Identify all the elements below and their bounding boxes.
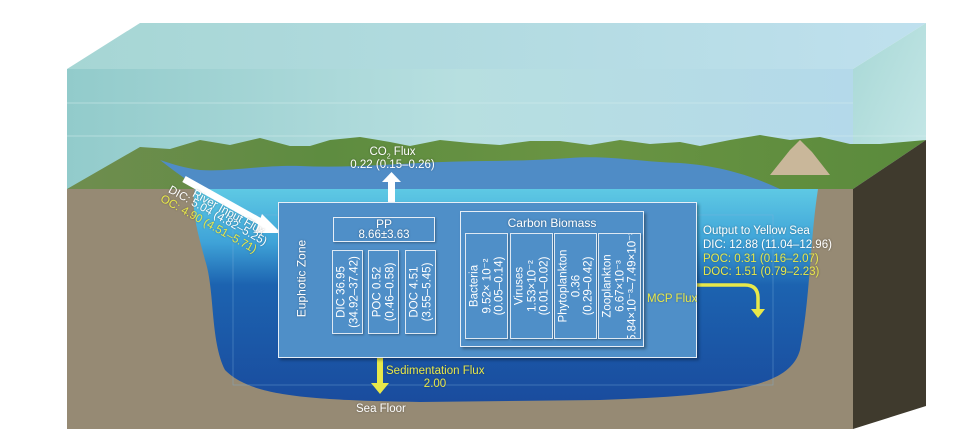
pp-box: PP 8.66±3.63 <box>333 217 435 242</box>
mcp-flux-label: MCP Flux <box>647 293 698 305</box>
sedimentation-arrow <box>371 357 389 394</box>
co2-flux-label: CO2 Flux <box>369 146 416 161</box>
pool-dic-text: DIC 36.95(34.92–37.42) <box>335 256 360 328</box>
output-poc: POC: 0.31 (0.16–2.07) <box>703 253 819 265</box>
sediment-side <box>853 140 926 429</box>
sedimentation-label: Sedimentation Flux <box>386 365 485 377</box>
pool-doc-text: DOC 4.51(3.55–5.45) <box>408 262 433 322</box>
pool-poc-text: POC 0.52(0.46–0.58) <box>371 262 396 322</box>
output-title: Output to Yellow Sea <box>703 225 810 237</box>
carbon-biomass-title: Carbon Biomass <box>507 216 597 230</box>
sea-floor-label: Sea Floor <box>356 403 406 415</box>
atmosphere-top <box>67 23 926 69</box>
river-input-arrow <box>182 175 281 233</box>
output-doc: DOC: 1.51 (0.79–2.23) <box>703 266 820 278</box>
mcp-flux-arrow <box>662 283 765 318</box>
co2-flux-arrow <box>382 172 401 203</box>
pool-poc-box: POC 0.52(0.46–0.58) <box>368 250 399 334</box>
co2-flux-value: 0.22 (0.15–0.26) <box>350 159 435 171</box>
mountain <box>770 140 830 175</box>
pp-label: PP <box>375 217 392 231</box>
output-dic: DIC: 12.88 (11.04–12.96) <box>703 239 832 251</box>
sedimentation-value: 2.00 <box>423 378 447 390</box>
euphotic-zone-label: Euphotic Zone <box>294 239 309 318</box>
pool-doc-box: DOC 4.51(3.55–5.45) <box>405 250 436 334</box>
bay-surface <box>160 157 780 189</box>
pp-value: 8.66±3.63 <box>358 229 410 241</box>
pool-dic-box: DIC 36.95(34.92–37.42) <box>332 250 363 334</box>
